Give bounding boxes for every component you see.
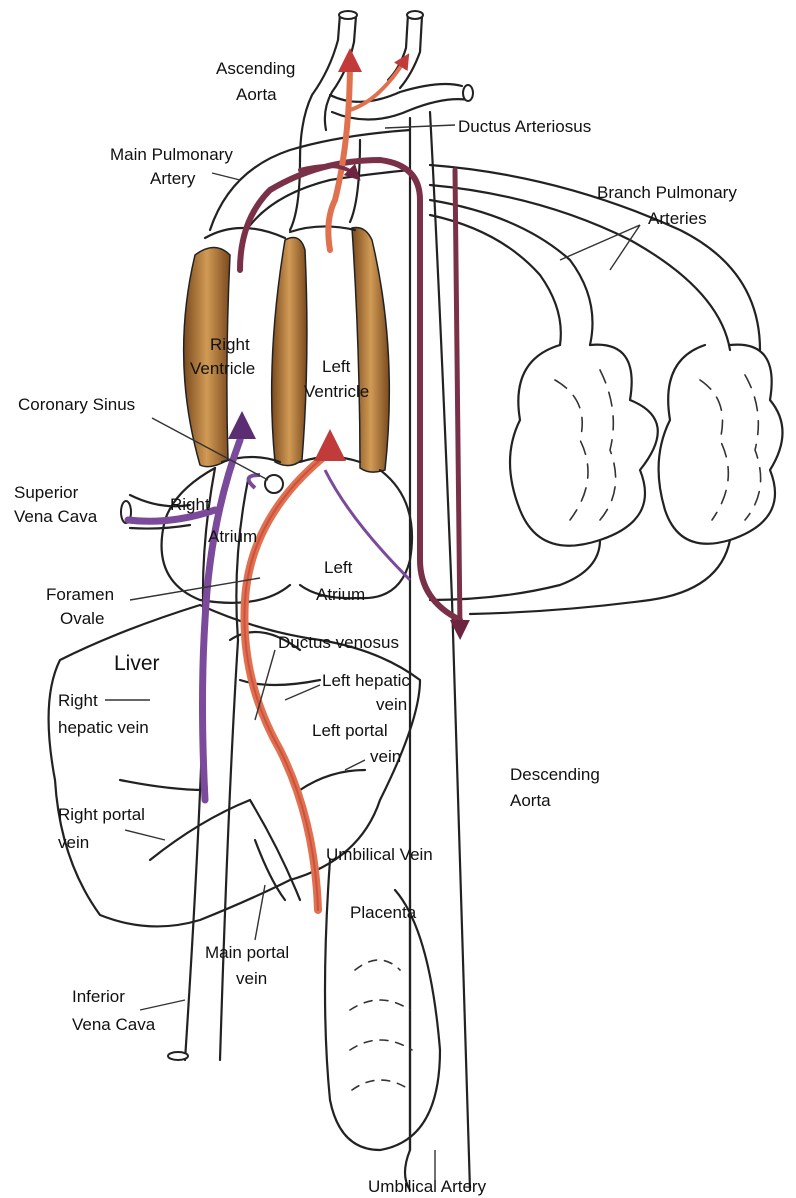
pulmonary-vein-left [430, 540, 600, 600]
label-branch-pulmonary-1: Branch Pulmonary [597, 183, 737, 202]
label-main-portal-1: Main portal [205, 943, 289, 962]
label-left-portal-1: Left portal [312, 721, 388, 740]
label-right-hepatic-2: hepatic vein [58, 718, 149, 737]
label-main-portal-2: vein [236, 969, 267, 988]
label-ductus-arteriosus: Ductus Arteriosus [458, 117, 591, 136]
label-right-ventricle-2: Ventricle [190, 359, 255, 378]
label-left-atrium-2: Atrium [316, 585, 365, 604]
label-foramen-ovale-2: Ovale [60, 609, 104, 628]
label-superior-vena-cava-2: Vena Cava [14, 507, 98, 526]
venous-system [120, 468, 440, 1150]
label-main-pulmonary-2: Artery [150, 169, 196, 188]
label-ascending-aorta-1: Ascending [216, 59, 295, 78]
label-placenta: Placenta [350, 903, 417, 922]
label-right-atrium-2: Atrium [208, 527, 257, 546]
label-ascending-aorta-2: Aorta [236, 85, 277, 104]
label-descending-aorta-2: Aorta [510, 791, 551, 810]
pulmonary-vein-right [470, 540, 730, 614]
label-descending-aorta-1: Descending [510, 765, 600, 784]
label-left-ventricle-2: Ventricle [304, 382, 369, 401]
label-right-atrium-1: Right [170, 495, 210, 514]
label-umbilical-artery: Umbilical Artery [368, 1177, 487, 1196]
label-ductus-venosus: Ductus venosus [278, 633, 399, 652]
label-left-hepatic-2: vein [376, 695, 407, 714]
label-branch-pulmonary-2: Arteries [648, 209, 707, 228]
label-main-pulmonary-1: Main Pulmonary [110, 145, 233, 164]
left-lung [510, 345, 658, 546]
label-coronary-sinus: Coronary Sinus [18, 395, 135, 414]
label-inferior-vena-cava-1: Inferior [72, 987, 125, 1006]
descending-aorta-flow [455, 170, 460, 630]
label-right-hepatic-1: Right [58, 691, 98, 710]
label-left-ventricle-1: Left [322, 357, 351, 376]
ascending-aorta-flow [328, 60, 350, 250]
label-right-ventricle-1: Right [210, 335, 250, 354]
placenta [350, 960, 412, 1090]
label-left-atrium-1: Left [324, 558, 353, 577]
label-inferior-vena-cava-2: Vena Cava [72, 1015, 156, 1034]
right-lung [659, 345, 783, 544]
oxygenated-flow-path [244, 445, 330, 910]
label-superior-vena-cava-1: Superior [14, 483, 79, 502]
label-left-hepatic-1: Left hepatic [322, 671, 410, 690]
liver [49, 605, 420, 926]
label-umbilical-vein: Umbilical Vein [326, 845, 433, 864]
label-liver: Liver [114, 652, 160, 675]
label-right-portal-2: vein [58, 833, 89, 852]
label-foramen-ovale-1: Foramen [46, 585, 114, 604]
label-right-portal-1: Right portal [58, 805, 145, 824]
label-left-portal-2: vein [370, 747, 401, 766]
